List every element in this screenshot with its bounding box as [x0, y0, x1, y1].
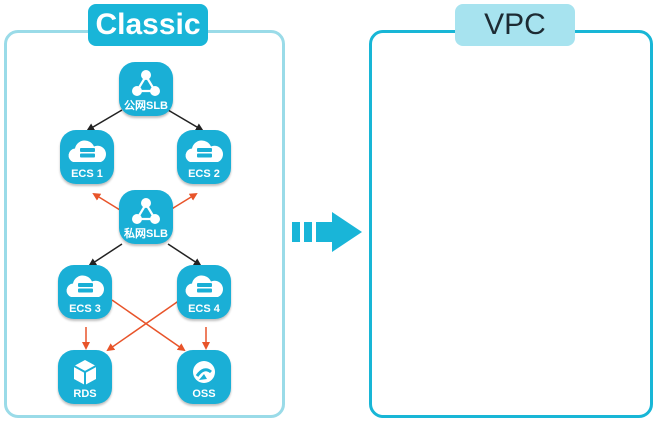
database-hexagon-icon — [73, 360, 97, 385]
classic-title: Classic — [88, 4, 208, 46]
public-slb-label: 公网SLB — [124, 100, 168, 112]
cloud-server-icon — [66, 275, 105, 297]
cloud-server-icon — [185, 140, 224, 162]
ecs2-node: ECS 2 — [177, 130, 231, 184]
rds-label: RDS — [73, 388, 97, 400]
ecs4-label: ECS 4 — [188, 303, 220, 315]
ecs3-label: ECS 3 — [69, 303, 101, 315]
migration-arrow-icon — [292, 212, 362, 252]
rds-node: RDS — [58, 350, 112, 404]
edge-public-slb-ecs1 — [86, 109, 123, 132]
cloud-server-icon — [185, 275, 224, 297]
network-share-icon — [132, 70, 160, 96]
private-slb-label: 私网SLB — [124, 228, 168, 240]
edge-ecs3-oss — [111, 299, 186, 352]
public-slb-node: 公网SLB — [119, 62, 173, 116]
ecs3-node: ECS 3 — [58, 265, 112, 319]
ecs1-node: ECS 1 — [60, 130, 114, 184]
edge-private-slb-ecs1 — [92, 192, 121, 211]
private-slb-node: 私网SLB — [119, 190, 173, 244]
ecs2-label: ECS 2 — [188, 168, 220, 180]
edge-private-slb-ecs4 — [167, 243, 202, 267]
oss-node: OSS — [177, 350, 231, 404]
edge-public-slb-ecs2 — [167, 109, 204, 132]
edge-private-slb-ecs2 — [169, 192, 198, 211]
oss-label: OSS — [192, 388, 216, 400]
network-share-icon — [132, 198, 160, 224]
storage-swirl-icon — [193, 361, 215, 383]
edge-ecs4-rds — [106, 299, 181, 352]
cloud-server-icon — [68, 140, 107, 162]
edge-private-slb-ecs3 — [88, 243, 123, 267]
vpc-title: VPC — [455, 4, 575, 46]
ecs4-node: ECS 4 — [177, 265, 231, 319]
ecs1-label: ECS 1 — [71, 168, 103, 180]
